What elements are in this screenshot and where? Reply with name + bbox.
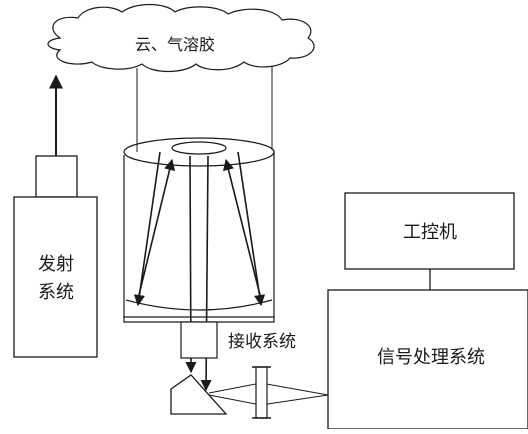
telescope-top-rim: [123, 137, 275, 167]
fold-mirror-prism: [170, 374, 228, 415]
computer-label: 工控机: [403, 222, 457, 243]
receiver-label: 接收系统: [228, 332, 296, 352]
filter-lens: [255, 366, 268, 419]
transmitter-box: [13, 196, 98, 358]
primary-mirror: [125, 299, 273, 311]
ray-left-up: [136, 158, 176, 304]
transmitter-label: 发射系统: [38, 254, 74, 303]
signal-processing-label: 信号处理系统: [377, 347, 485, 368]
eyepiece-tube: [180, 321, 218, 359]
transmitter-label-line: 系统: [38, 282, 74, 303]
computer-box: [344, 192, 515, 270]
ray-left-down: [133, 151, 161, 307]
beam-to-detector: [208, 382, 329, 406]
telescope-base: [123, 316, 275, 323]
ray-right-down: [237, 151, 266, 307]
transmitter-label-line: 发射: [38, 254, 74, 275]
laser-emitter-head: [35, 155, 78, 198]
cloud-label: 云、气溶胶: [135, 35, 215, 54]
secondary-mirror: [171, 141, 227, 155]
cloud-shape: [47, 3, 315, 73]
telescope-tube-wall: [123, 150, 275, 317]
ray-right-up: [223, 158, 263, 304]
